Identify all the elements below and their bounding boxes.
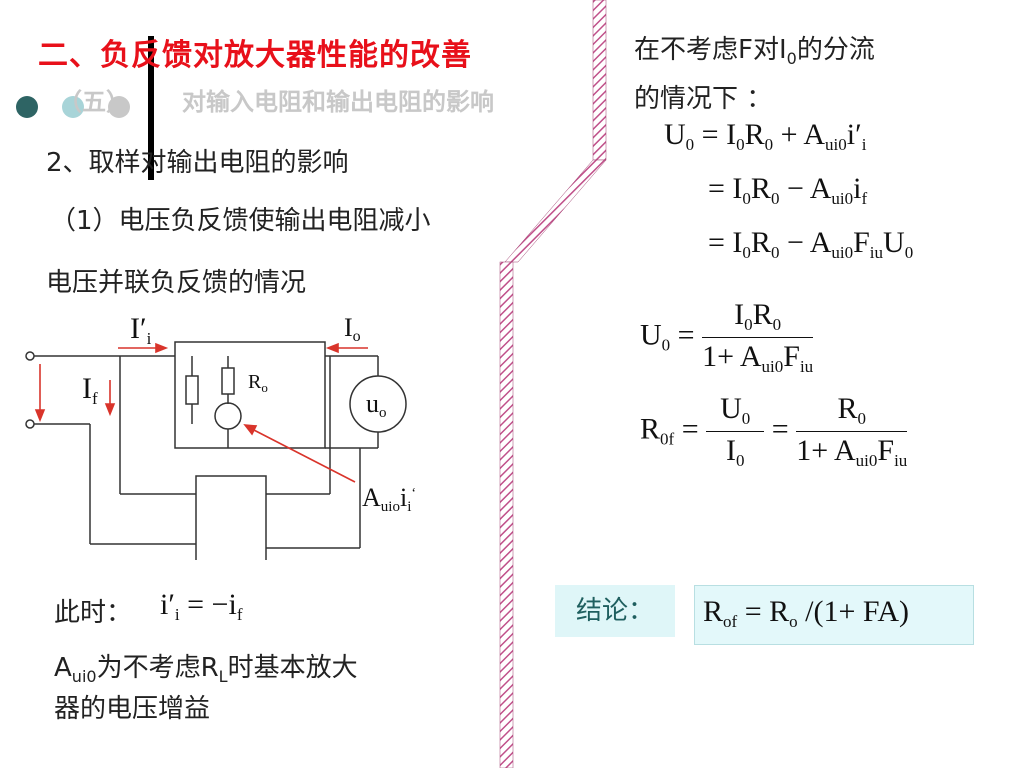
label-source-gain: Auioii‘ (362, 483, 416, 515)
r0f-mid-fraction: U0 I0 (706, 392, 765, 471)
bullet-dot-light (62, 96, 84, 118)
intro-line1-sub: 0 (786, 49, 797, 69)
label-uo: uo (366, 389, 387, 421)
gain-definition: Aui0为不考虑RL时基本放大 器的电压增益 (54, 652, 358, 725)
circuit-diagram: I′i Io If Ro uo Auioii‘ (25, 312, 416, 560)
slide-subtitle: （五） 对输入电阻和输出电阻的影响 (58, 82, 494, 117)
note-prefix: 此时： (54, 598, 133, 628)
bullet-dot-dark (16, 96, 38, 118)
vertical-stripe-divider (592, 0, 607, 161)
label-io: Io (344, 313, 361, 345)
def-c: 时基本放大 (227, 653, 358, 683)
u0-denominator: 1+ Aui0Fiu (702, 340, 814, 376)
intro-line1b: 的分流 (796, 35, 875, 65)
bullet-dot-grey (108, 96, 130, 118)
right-intro: 在不考虑F对I0的分流 的情况下 ： (634, 30, 875, 119)
conclusion-equation: Rof = Ro /(1+ FA) (694, 585, 974, 645)
equation-r0f: R0f = U0 I0 = R0 1+ Aui0Fiu (640, 392, 908, 471)
u0-fraction: I0R0 1+ Aui0Fiu (702, 298, 814, 377)
def-line2: 器的电压增益 (54, 694, 211, 725)
r0f-mid-num: U0 (706, 392, 765, 432)
label-ro: Ro (248, 371, 268, 395)
header-vertical-bar (148, 36, 154, 180)
equation-3: = I0R0 − Aui0FiuU0 (708, 226, 914, 262)
case-label: 电压并联负反馈的情况 (46, 268, 307, 298)
intro-line2: 的情况下 ： (634, 84, 773, 115)
diagonal-stripe-divider (504, 159, 607, 263)
output-resistor-ro (221, 367, 235, 395)
equation-1: U0 = I0R0 + Aui0i′i (664, 118, 867, 154)
pointer-to-source (249, 427, 356, 483)
def-b: 为不考虑R (96, 653, 219, 683)
subheading: （1）电压负反馈使输出电阻减小 (50, 206, 431, 236)
input-resistor (185, 375, 199, 405)
u0-numerator: I0R0 (702, 298, 814, 338)
def-b-sub: L (218, 667, 228, 687)
intro-line1a: 在不考虑F对I (634, 35, 787, 65)
equation-2: = I0R0 − Aui0if (708, 172, 868, 208)
def-a: A (54, 653, 72, 683)
slide-title: 二、负反馈对放大器性能的改善 (38, 38, 472, 73)
r0f-fraction: R0 1+ Aui0Fiu (796, 392, 908, 471)
input-terminal-top (25, 351, 35, 361)
note-equation: i′i = −if (160, 588, 243, 624)
r0f-denominator: 1+ Aui0Fiu (796, 434, 908, 470)
conclusion-label: 结论： (555, 585, 675, 637)
subtitle-text: 对输入电阻和输出电阻的影响 (182, 88, 494, 116)
controlled-source (214, 402, 242, 430)
vertical-stripe-divider-lower (499, 261, 514, 768)
subtitle-prefix: （五） (58, 88, 130, 116)
r0f-mid-den: I0 (725, 434, 745, 470)
amplifier-block (174, 341, 326, 449)
equation-u0: U0 = I0R0 1+ Aui0Fiu (640, 298, 814, 377)
label-if: If (82, 372, 98, 408)
section-heading: 2、取样对输出电阻的影响 (46, 148, 349, 178)
label-ii-prime: I′i (130, 312, 152, 348)
r0f-numerator: R0 (796, 392, 908, 432)
input-terminal-bottom (25, 419, 35, 429)
feedback-network (195, 475, 267, 560)
def-a-sub: ui0 (71, 667, 97, 687)
